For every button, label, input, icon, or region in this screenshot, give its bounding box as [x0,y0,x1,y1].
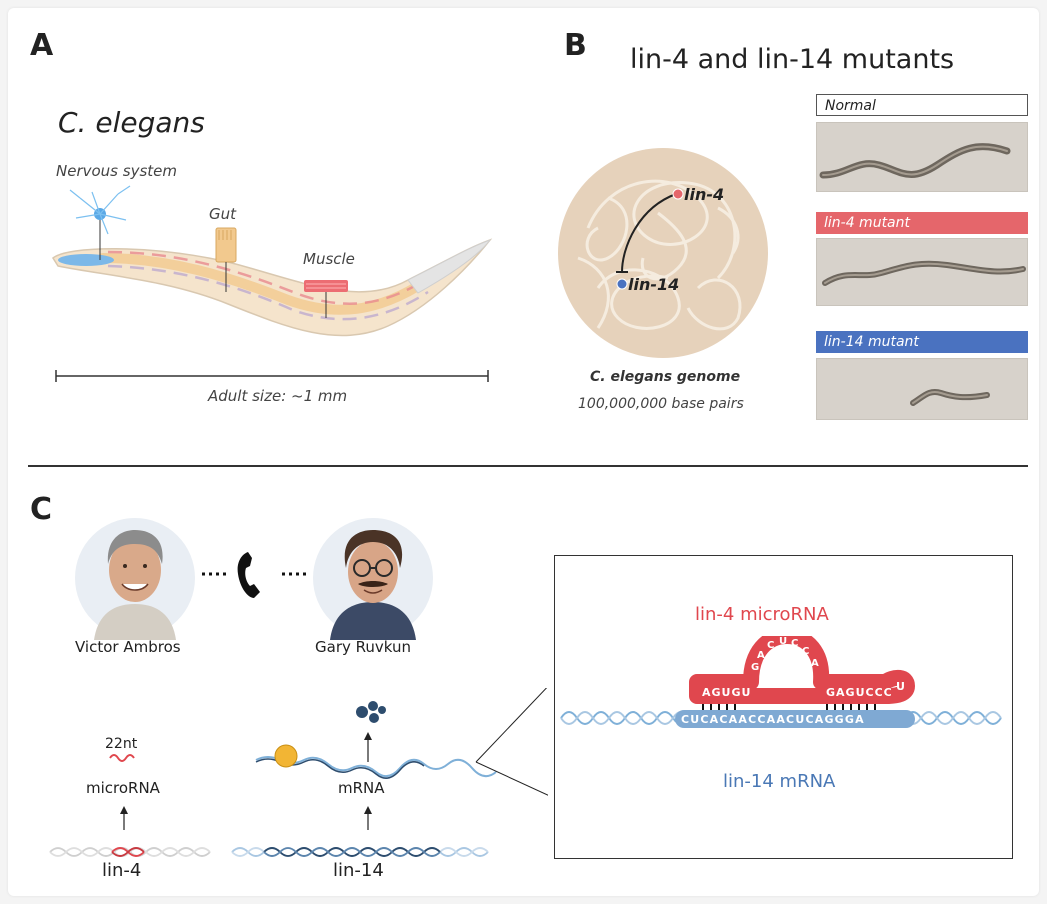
target-band [675,710,915,728]
worm-anatomy-illustration [52,185,493,382]
section-divider [28,465,1028,467]
panel-b-letter: B [564,28,587,63]
duplex-illustration [560,636,1002,728]
genome-title: C. elegans genome [590,369,741,385]
genome-size: 100,000,000 base pairs [578,396,744,412]
target-sequence: CUCACAACCAACUCAGGGA [681,713,865,726]
nt-label: 22nt [105,736,138,752]
panel-a-letter: A [30,28,54,63]
lin4-worm-shape [822,260,1026,286]
phone-call-connector [202,552,306,598]
gene-left-label: lin-4 [102,860,142,881]
muscle-label: Muscle [303,250,355,268]
gut-label: Gut [209,205,237,223]
head-nerve-ring [58,254,114,266]
mirna-loop-c1: C [767,640,775,651]
normal-worm-shape [819,143,1011,179]
ribosome-icon [274,744,298,768]
gene-lin14-label: lin-14 [628,275,680,294]
lin4-mutant-label-box: lin-4 mutant [816,212,1028,234]
mrna-label: mRNA [338,779,385,797]
mirna-loop-a2: A [811,658,819,669]
mirna-loop-a1: A [757,650,765,661]
gut-microvilli [218,230,232,240]
normal-worm-photo [816,122,1028,192]
panel-b-title: lin-4 and lin-14 mutants [630,44,955,75]
gene-expression-schematic [49,688,548,857]
victor-ambros-portrait [75,518,195,640]
mirna-loop-u: U [779,636,788,647]
binding-inset: lin-4 microRNA AGUGU [554,555,1013,859]
inset-title: lin-4 microRNA [695,604,829,625]
inset-mrna-label: lin-14 mRNA [723,771,836,792]
person-right-name: Gary Ruvkun [315,638,411,656]
mirna-loop-c3: C [802,646,810,657]
mirna-seq-right: GAGUCCC [826,686,893,699]
lin14-worm-shape [910,389,990,406]
mirna-seq-left: AGUGU [702,686,752,699]
lin14-mutant-label-box: lin-14 mutant [816,331,1028,353]
lin4-mutant-worm-photo [816,238,1028,306]
person-left-name: Victor Ambros [75,638,181,656]
lin14-dna [231,847,489,857]
microrna-label: microRNA [86,779,160,797]
worm-tail [407,238,492,294]
genome-nucleus-illustration [558,148,768,358]
mirna-seq-tail: U [896,680,905,693]
protein-icon [356,706,368,718]
lin14-mutant-worm-photo [816,358,1028,420]
mirna-loop-c2: C [791,638,799,649]
nervous-system-label: Nervous system [56,162,177,180]
gene-lin4-label: lin-4 [684,185,725,204]
lin14-locus-dot [616,278,628,290]
mirna-loop-g1: G [751,662,760,673]
normal-label-box: Normal [816,94,1028,116]
muscle-fibers [306,283,346,289]
neuron-dendrites [69,185,131,235]
worm-gut [98,253,423,315]
gene-right-label: lin-14 [333,860,384,881]
lin4-locus-dot [672,188,684,200]
worm-muscle-stripe-lower [107,264,429,321]
chromatin-tangle [577,179,742,331]
worm-muscle-stripe [107,250,429,305]
muscle-cell-icon [304,280,348,292]
figure-card: A C. elegans Nervous system Gut Muscle [8,8,1039,896]
panel-a-title: C. elegans [58,106,205,139]
panel-c-letter: C [30,492,53,527]
gary-ruvkun-portrait [313,518,433,640]
lin4-dna [49,847,211,857]
mrna-strand [255,756,497,778]
microrna-strand [689,636,915,704]
interaction-arc [621,193,677,273]
phone-icon [237,552,260,598]
microrna-squiggle [109,754,135,762]
scale-label: Adult size: ~1 mm [208,387,348,405]
